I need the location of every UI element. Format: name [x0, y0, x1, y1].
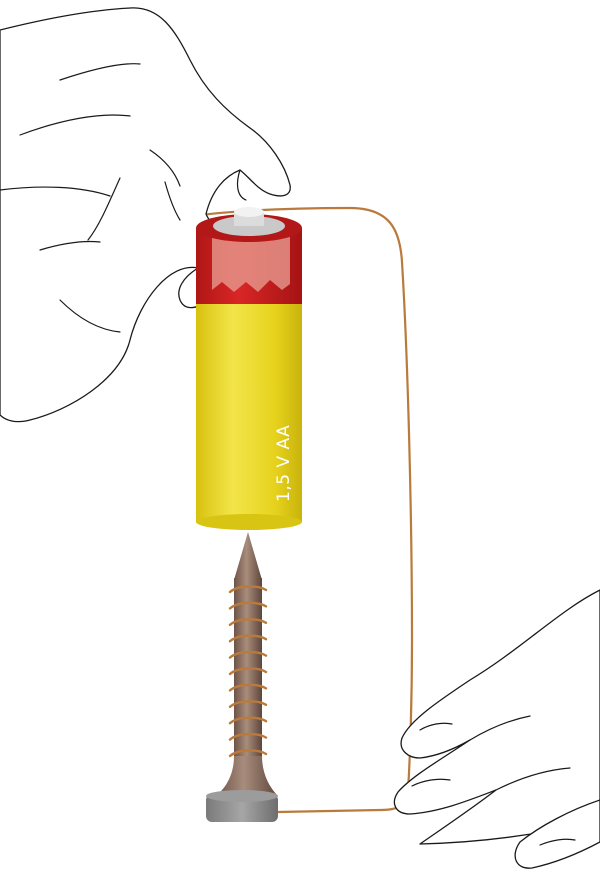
- screw-neck: [216, 756, 278, 796]
- screw-tip: [234, 532, 262, 580]
- screw-head-top: [206, 790, 278, 802]
- aa-battery: 1,5 V AA: [196, 207, 302, 530]
- battery-label: 1,5 V AA: [274, 425, 294, 502]
- bottom-hand: [394, 590, 600, 868]
- battery-terminal-cap: [234, 207, 264, 217]
- screw: [206, 532, 278, 822]
- battery-bottom: [196, 514, 302, 530]
